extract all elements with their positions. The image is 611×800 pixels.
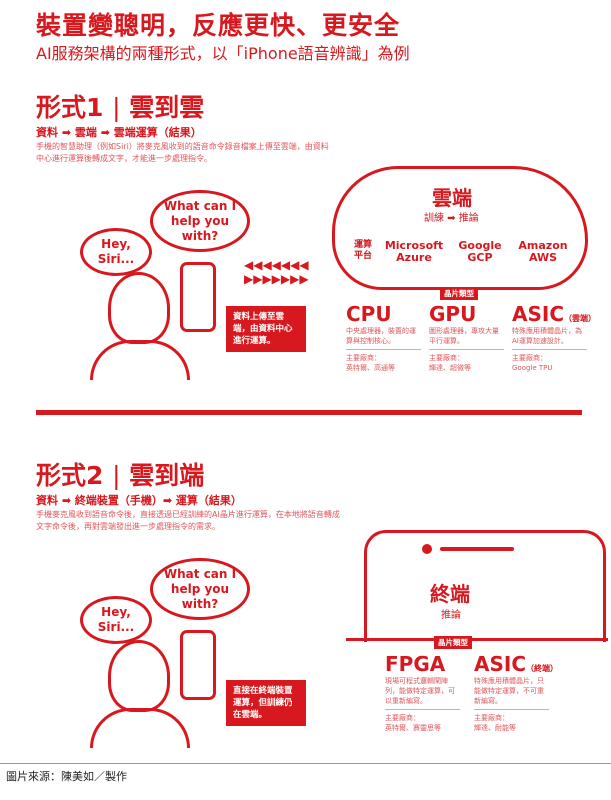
form2-flow: 資料 ➡ 終端裝置（手機）➡ 運算（結果） xyxy=(36,494,242,507)
reply-bubble: What can I help you with? xyxy=(150,558,250,620)
chip-desc: 特殊應用積體晶片，只能做特定運算，不可重新編寫。 xyxy=(474,677,544,705)
subtitle: AI服務架構的兩種形式，以「iPhone語音辨識」為例 xyxy=(36,44,410,63)
form1-note: 資料上傳至雲端，由資料中心進行運算。 xyxy=(226,306,306,352)
platform-gcp: Google GCP xyxy=(458,239,502,264)
chip-desc: 中央處理器，裝置的運算與控制核心。 xyxy=(346,327,416,345)
chip-name: FPGA xyxy=(385,652,446,676)
platform-label: 運算平台 xyxy=(354,240,373,261)
device-sub: 推論 xyxy=(441,610,461,621)
person-head-icon xyxy=(108,640,170,712)
camera-icon xyxy=(422,544,432,554)
cloud-sub: 訓練 ➡ 推論 xyxy=(424,213,479,224)
section-divider xyxy=(36,410,582,415)
transfer-arrows-icon: ◀◀◀◀◀◀◀▶▶▶▶▶▶▶ xyxy=(244,258,309,286)
form2-desc: 手機麥克風收到語音命令後，直接透過已經訓練的AI晶片進行運算，在本地將語音轉成文… xyxy=(36,510,340,531)
chip-vendors: 輝達、超微等 xyxy=(429,364,471,372)
main-title: 裝置變聰明，反應更快、更安全 xyxy=(36,11,401,40)
person-shoulders-icon xyxy=(90,340,190,380)
form1-heading: 形式1 | 雲到雲 xyxy=(36,93,205,122)
chip-name: ASIC xyxy=(512,302,565,326)
form2-note: 直接在終端裝置運算，但訓練仍在雲端。 xyxy=(226,680,306,726)
chip-suffix: （終端） xyxy=(526,664,559,673)
reply-bubble: What can I help you with? xyxy=(150,190,250,252)
device-base-line xyxy=(346,638,608,641)
device-title: 終端 xyxy=(430,582,470,606)
form1-desc: 手機的智慧助理（例如Siri）將麥克風收到的語音命令錄音檔案上傳至雲端，由資料中… xyxy=(36,142,329,163)
chip-asic-cloud: ASIC（雲端） 特殊應用積體晶片，為AI運算加速設計。主要廠商： Google T… xyxy=(512,302,596,373)
chip-vendors-label: 主要廠商： xyxy=(474,714,509,722)
chip-type-tag: 晶片類型 xyxy=(434,636,472,649)
chip-type-tag: 晶片類型 xyxy=(440,287,478,300)
chip-vendors-label: 主要廠商： xyxy=(346,354,381,362)
person-shoulders-icon xyxy=(90,708,190,748)
siri-bubble: Hey, Siri... xyxy=(80,228,152,276)
form2-name: 雲到端 xyxy=(129,461,205,490)
chip-desc: 特殊應用積體晶片，為AI運算加速設計。 xyxy=(512,327,582,345)
image-credit: 圖片來源：陳美如／製作 xyxy=(6,770,127,783)
phone-icon xyxy=(180,630,216,700)
form1-name: 雲到雲 xyxy=(129,93,205,122)
chip-desc: 現場可程式邏輯閘陣列，能做特定運算，可以重新編寫。 xyxy=(385,677,455,705)
chip-name: CPU xyxy=(346,302,392,326)
chip-vendors: 輝達、耐能等 xyxy=(474,724,516,732)
chip-vendors-label: 主要廠商： xyxy=(512,354,547,362)
chip-suffix: （雲端） xyxy=(564,314,597,323)
form1-flow: 資料 ➡ 雲端 ➡ 雲端運算（結果） xyxy=(36,126,202,139)
chip-vendors: 英特爾、高通等 xyxy=(346,364,395,372)
phone-icon xyxy=(180,262,216,332)
chip-name: ASIC xyxy=(474,652,527,676)
platform-aws: Amazon AWS xyxy=(518,239,568,264)
siri-bubble: Hey, Siri... xyxy=(80,596,152,644)
credit-divider xyxy=(0,763,611,764)
chip-desc: 圖形處理器，專攻大量平行運算。 xyxy=(429,327,499,345)
form2-label: 形式2 xyxy=(36,461,104,490)
form2-heading: 形式2 | 雲到端 xyxy=(36,461,205,490)
platform-azure: Microsoft Azure xyxy=(384,239,444,264)
chip-vendors-label: 主要廠商： xyxy=(429,354,464,362)
speaker-icon xyxy=(440,547,514,551)
chip-vendors: 英特爾、賽靈思等 xyxy=(385,724,441,732)
chip-asic-edge: ASIC（終端） 特殊應用積體晶片，只能做特定運算，不可重新編寫。主要廠商： 輝達、… xyxy=(474,652,558,733)
chip-vendors-label: 主要廠商： xyxy=(385,714,420,722)
form1-label: 形式1 xyxy=(36,93,104,122)
person-head-icon xyxy=(108,272,170,344)
device-frame-icon xyxy=(364,530,606,642)
chip-name: GPU xyxy=(429,302,477,326)
chip-vendors: Google TPU xyxy=(512,364,553,372)
cloud-title: 雲端 xyxy=(432,186,472,210)
